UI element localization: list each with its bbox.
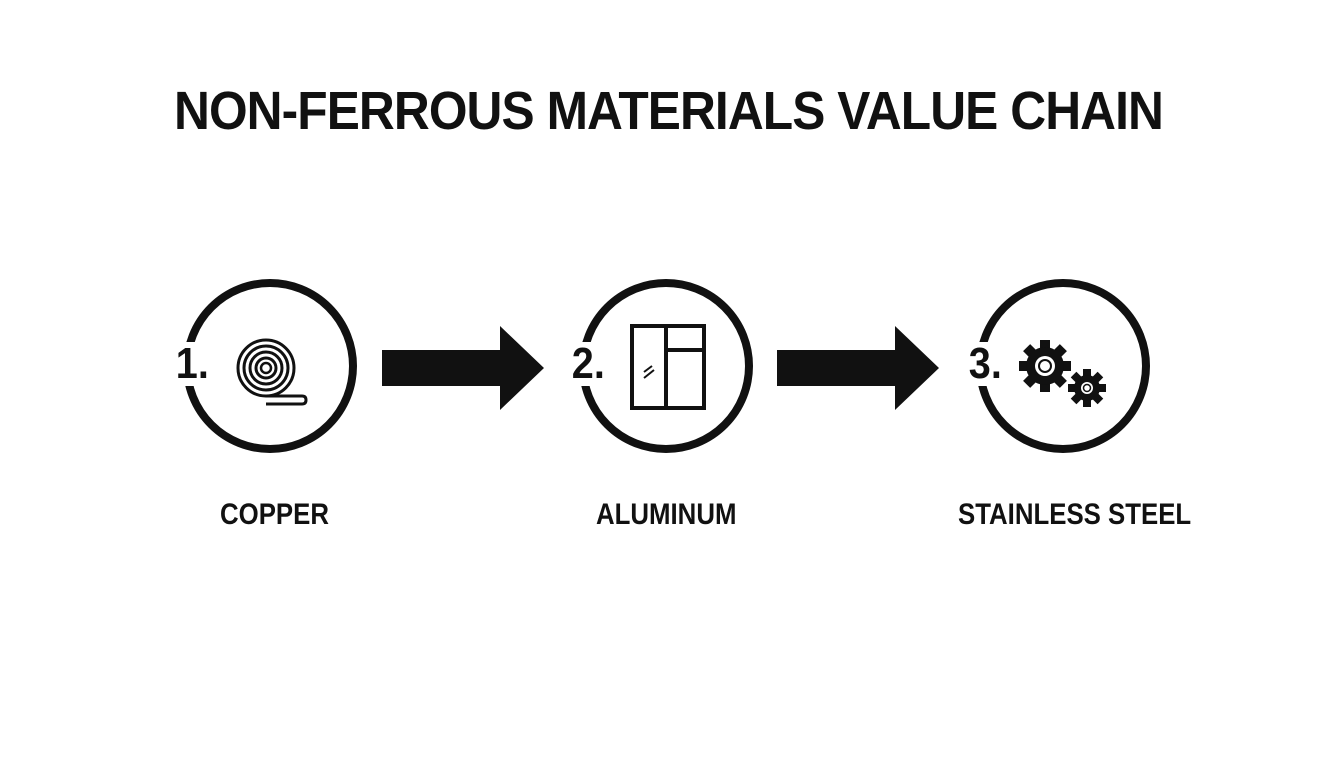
step-aluminum: 2. [570, 276, 756, 456]
arrow-right-icon [777, 326, 939, 410]
page-title: NON-FERROUS MATERIALS VALUE CHAIN [174, 81, 1164, 141]
step-copper: 1. [174, 276, 360, 456]
step-number: 2. [570, 339, 607, 388]
step-number: 3. [967, 339, 1004, 388]
gears-icon [1019, 340, 1106, 407]
arrow-right-icon [382, 326, 544, 410]
window-frame-icon [630, 324, 706, 410]
step-stainless-steel: 3. [967, 276, 1153, 456]
step-label-aluminum: ALUMINUM [596, 498, 737, 531]
step-number: 1. [174, 339, 211, 388]
step-label-copper: COPPER [220, 498, 329, 531]
coil-icon [236, 338, 308, 406]
step-label-stainless-steel: STAINLESS STEEL [958, 498, 1192, 531]
